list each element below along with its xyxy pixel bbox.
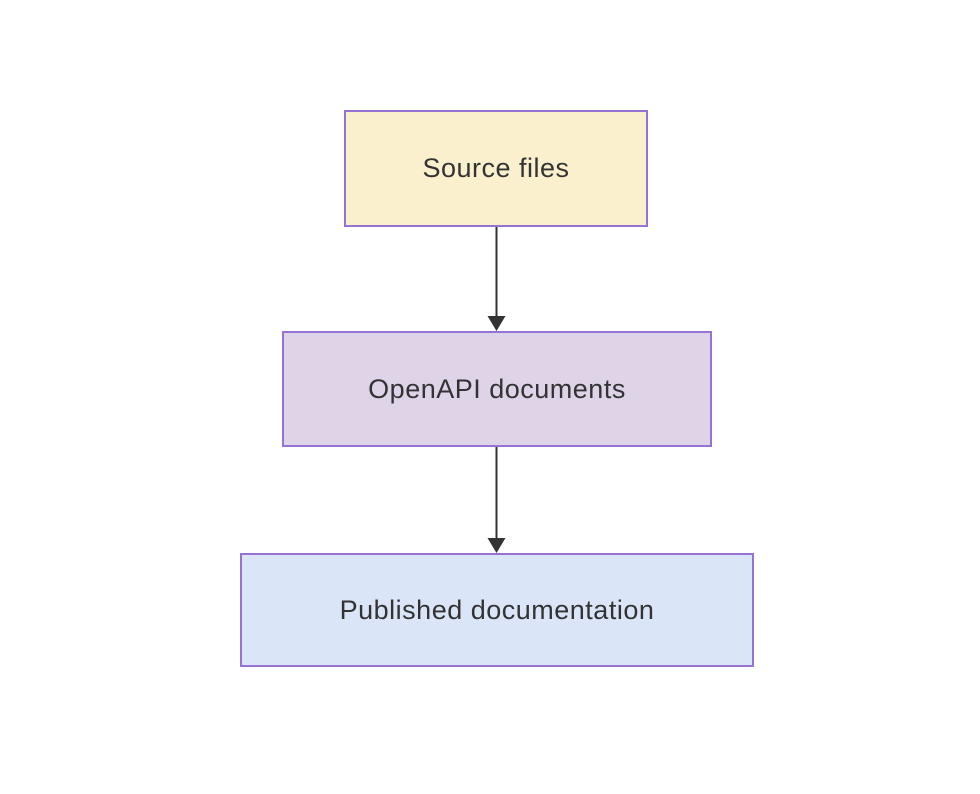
node-published-documentation: Published documentation	[240, 553, 754, 667]
arrowhead-icon	[487, 316, 506, 331]
node-published-documentation-label: Published documentation	[339, 594, 655, 625]
node-openapi-documents: OpenAPI documents	[282, 331, 712, 447]
node-source-files: Source files	[344, 110, 648, 227]
edge-openapi-to-published	[487, 447, 506, 553]
edge-source-to-openapi	[487, 227, 506, 331]
node-openapi-documents-label: OpenAPI documents	[368, 373, 626, 404]
node-source-files-label: Source files	[422, 153, 570, 184]
arrowhead-icon	[487, 538, 506, 553]
